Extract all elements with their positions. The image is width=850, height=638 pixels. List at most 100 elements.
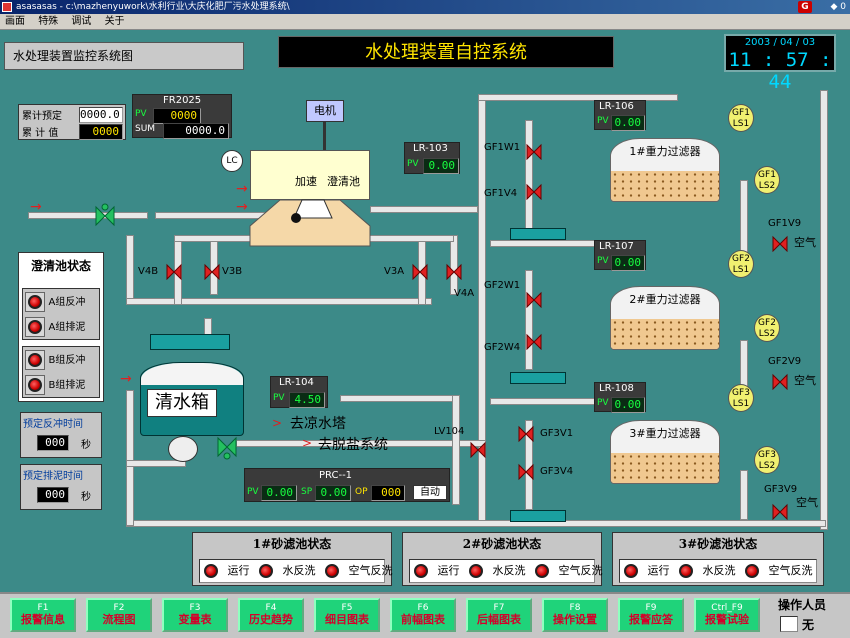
valve-gf1v4-label: GF1V4 <box>484 188 518 199</box>
pump-icon[interactable] <box>168 436 198 462</box>
f4-label: 历史趋势 <box>249 613 293 626</box>
prc1-panel: PRC--1 PV 0.00 SP 0.00 OP 000 自动 <box>244 468 450 502</box>
menu-item-screen[interactable]: 画面 <box>5 16 25 27</box>
prc1-sp-value[interactable]: 0.00 <box>315 485 351 501</box>
valve-gf1w1-label: GF1W1 <box>484 142 521 153</box>
date-display: 2003 / 04 / 03 <box>744 37 816 48</box>
lr104-panel: LR-104 PV 4.50 <box>270 376 328 408</box>
valve-v4b-label: V4B <box>138 266 159 277</box>
drain-timer-value[interactable]: 000 <box>37 487 69 503</box>
valve-gf1v9[interactable] <box>772 234 788 252</box>
status-a-backwash-label: A组反冲 <box>48 297 86 308</box>
dest2-arrow: > <box>302 436 313 450</box>
motor-box[interactable]: 电机 <box>306 100 344 122</box>
lr108-tag: LR-108 <box>599 383 634 394</box>
valve-gf1w1[interactable] <box>526 142 542 160</box>
tank-in-arrow: → <box>120 371 132 387</box>
valve-gf3v1[interactable] <box>518 424 534 442</box>
valve-gf1v4[interactable] <box>526 182 542 200</box>
fr2025-pv-value: 0000 <box>153 108 201 124</box>
valve-gf3v4[interactable] <box>518 462 534 480</box>
sf2-air-backwash-indicator[interactable] <box>535 564 549 578</box>
backwash-timer-value[interactable]: 000 <box>37 435 69 451</box>
sf1-air-backwash-indicator[interactable] <box>325 564 339 578</box>
sf3-run-indicator[interactable] <box>624 564 638 578</box>
sf2-water-backwash-indicator[interactable] <box>469 564 483 578</box>
menu-item-about[interactable]: 关于 <box>104 16 125 27</box>
valve-v3b-label: V3B <box>222 266 243 277</box>
menu-item-debug[interactable]: 调试 <box>71 16 92 27</box>
sf1-air-backwash-label: 空气反洗 <box>348 564 393 577</box>
f6-key: F6 <box>417 603 429 613</box>
lc-controller[interactable]: LC <box>221 150 243 172</box>
sf3-air-backwash-label: 空气反洗 <box>768 564 813 577</box>
status-b-drain[interactable]: B组排泥 <box>25 375 85 395</box>
prc1-pv-value: 0.00 <box>261 485 297 501</box>
filter1-top-pipe <box>478 94 678 101</box>
clarifier-in-arrow-2: → <box>236 181 248 197</box>
tank-right-pipe <box>452 395 460 505</box>
valve-gf2w4[interactable] <box>526 332 542 350</box>
filter-1-name: 1#重力过滤器 <box>629 145 701 158</box>
ctrl-f9-key: Ctrl_F9 <box>711 603 743 613</box>
lr106-panel: LR-106 PV 0.00 <box>594 100 646 131</box>
gf2-ls1-line2: LS1 <box>732 265 750 275</box>
valve-v3b[interactable] <box>204 262 220 280</box>
lr108-panel: LR-108 PV 0.00 <box>594 382 646 413</box>
status-a-backwash[interactable]: A组反冲 <box>25 292 85 312</box>
prc1-op-value[interactable]: 000 <box>371 485 405 501</box>
sand-filter-3-status-row: 运行 水反洗 空气反洗 <box>619 559 817 583</box>
valve-v4b[interactable] <box>166 262 182 280</box>
status-a-drain[interactable]: A组排泥 <box>25 317 85 337</box>
clarifier-tank: 加速 澄清池 <box>250 150 370 200</box>
valve-gf2w1[interactable] <box>526 290 542 308</box>
valve-gf2v9[interactable] <box>772 372 788 390</box>
prc1-mode-button[interactable]: 自动 <box>413 485 447 500</box>
menu-item-special[interactable]: 特殊 <box>38 16 59 27</box>
gf2-ls2-line2: LS2 <box>758 329 776 339</box>
clarifier-outlet-pipe <box>370 206 478 213</box>
valve-v3a[interactable] <box>412 262 428 280</box>
valve-lv104[interactable] <box>470 440 486 458</box>
menu-bar: 画面 特殊 调试 关于 <box>0 14 850 30</box>
sf1-run-indicator[interactable] <box>204 564 218 578</box>
status-b-backwash[interactable]: B组反冲 <box>25 350 85 370</box>
prc1-tag: PRC--1 <box>319 470 353 481</box>
time-display: 11 : 57 : 44 <box>728 49 832 93</box>
fr2025-sum-label: SUM <box>135 124 156 134</box>
inlet-valve[interactable] <box>94 203 116 229</box>
sf3-water-backwash-indicator[interactable] <box>679 564 693 578</box>
operator-checkbox[interactable] <box>780 616 798 632</box>
backwash-timer-unit: 秒 <box>81 440 91 451</box>
filter-2-sand <box>611 319 719 349</box>
lr104-pv-value: 4.50 <box>289 392 325 408</box>
sf3-air-backwash-indicator[interactable] <box>745 564 759 578</box>
preset-label: 累计预定 <box>22 111 62 122</box>
sf2-run-indicator[interactable] <box>414 564 428 578</box>
valve-v4a[interactable] <box>446 262 462 280</box>
pump-outlet-valve[interactable] <box>216 434 238 460</box>
gf1-ls1-line2: LS1 <box>732 119 750 129</box>
sf1-water-backwash-indicator[interactable] <box>259 564 273 578</box>
bottom-return-pipe <box>126 520 826 527</box>
valve-gf3v9[interactable] <box>772 502 788 520</box>
clarifier-status-b-group: B组反冲 B组排泥 <box>22 346 100 398</box>
drain-pipe-left <box>126 235 134 305</box>
preset-value[interactable]: 0000.0 <box>79 107 123 123</box>
